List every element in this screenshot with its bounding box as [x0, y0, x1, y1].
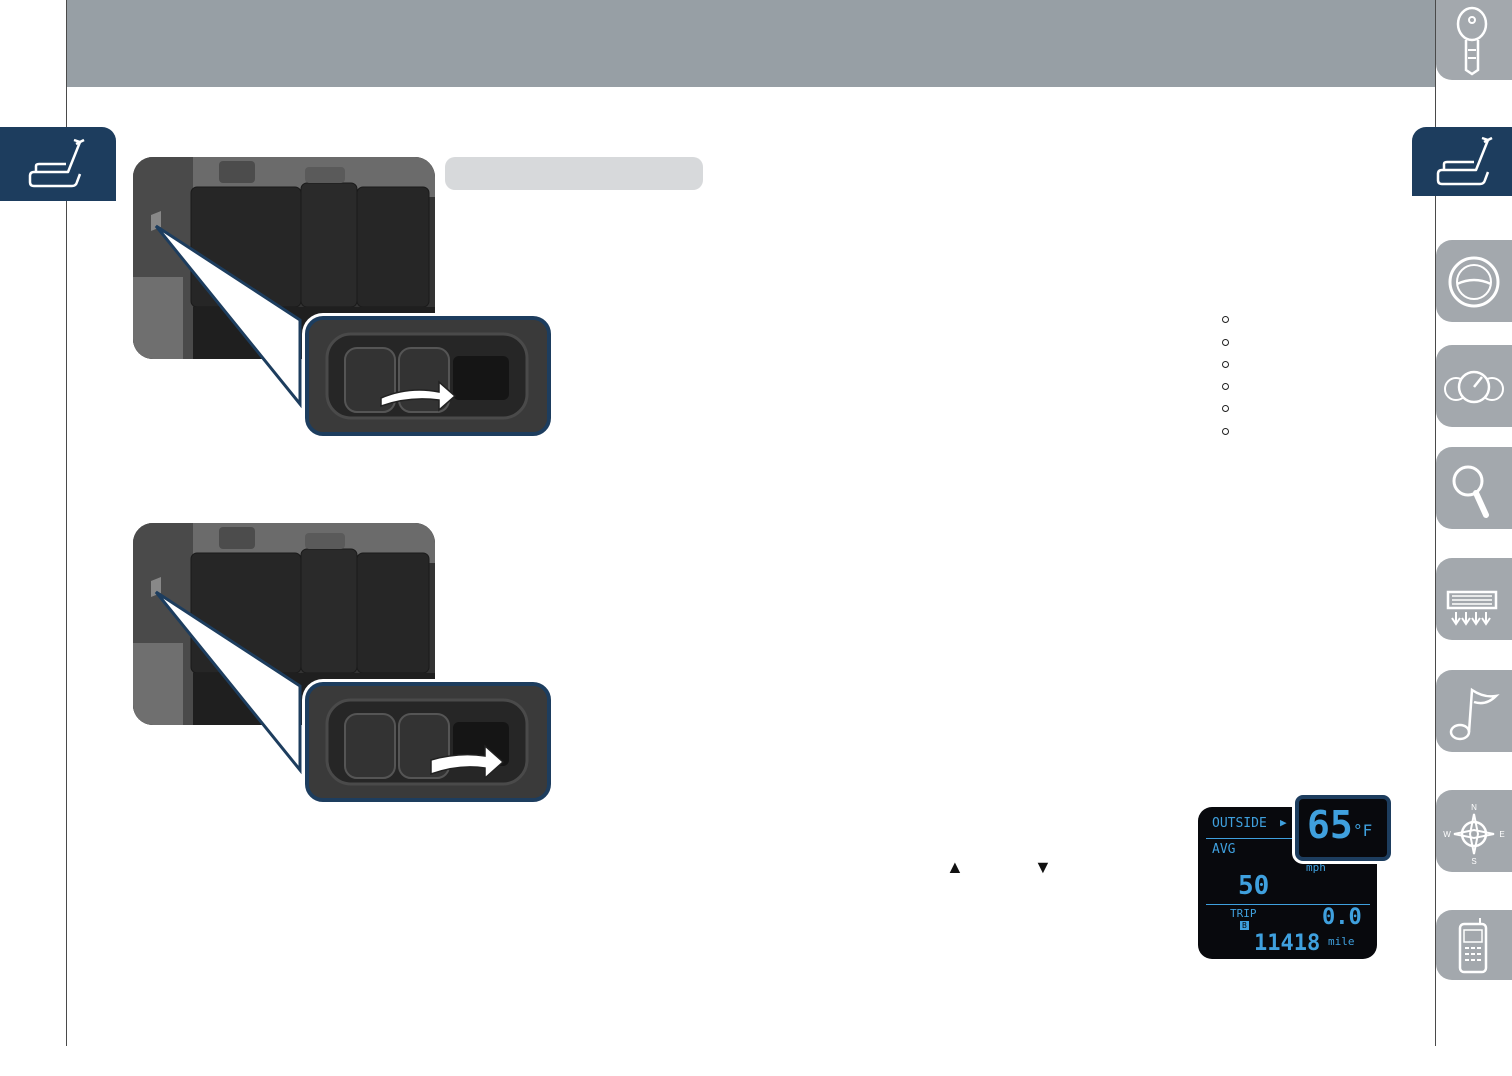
- avg-label: AVG: [1212, 842, 1236, 857]
- side-tab-audio[interactable]: [1436, 670, 1512, 752]
- bullet-4: [1222, 383, 1229, 390]
- trip-value: 0.0: [1322, 905, 1362, 930]
- release-lever-inset-2: [305, 682, 551, 802]
- outside-temp-callout: 65 °F: [1295, 795, 1391, 861]
- side-tab-gauges[interactable]: [1436, 345, 1512, 427]
- callout-pointer-2: [154, 590, 302, 775]
- magnifier-icon: [1452, 465, 1489, 518]
- speed-unit: mph: [1306, 861, 1326, 874]
- outside-label: OUTSIDE: [1212, 816, 1267, 831]
- lcd-divider-2: [1206, 904, 1370, 905]
- compass-e-label: E: [1499, 830, 1504, 839]
- outside-arrow-icon: ▶: [1280, 816, 1287, 829]
- lcd-divider-1: [1206, 838, 1302, 839]
- side-tab-climate[interactable]: [1436, 558, 1512, 640]
- up-arrow-icon: ▲: [946, 857, 964, 877]
- trip-label: TRIP: [1230, 907, 1257, 920]
- side-tab-seats-active[interactable]: [1412, 127, 1512, 196]
- key-icon: [1456, 6, 1488, 76]
- side-tab-phone[interactable]: [1436, 910, 1512, 980]
- seat-icon: [1436, 136, 1493, 186]
- down-arrow-icon: ▼: [1034, 857, 1052, 877]
- climate-icon: [1446, 590, 1498, 626]
- bullet-6: [1222, 428, 1229, 435]
- side-tab-search[interactable]: [1436, 447, 1512, 529]
- arrow-right-icon: [380, 380, 457, 412]
- compass-w-label: W: [1443, 830, 1451, 839]
- compass-s-label: S: [1471, 857, 1476, 866]
- gauges-icon: [1444, 370, 1504, 404]
- bullet-2: [1222, 339, 1229, 346]
- callout-pointer-1: [154, 224, 302, 409]
- avg-speed-value: 50: [1238, 871, 1270, 901]
- arrow-right-icon: [430, 744, 505, 780]
- chapter-tab-seats-left[interactable]: [0, 127, 116, 201]
- side-tab-navigation[interactable]: N W E S: [1436, 790, 1512, 872]
- music-note-icon: [1449, 687, 1500, 741]
- left-margin-line: [66, 0, 67, 1046]
- seat-icon: [28, 138, 85, 188]
- steering-wheel-icon: [1448, 256, 1500, 308]
- side-tab-key[interactable]: [1436, 0, 1512, 80]
- compass-n-label: N: [1471, 803, 1477, 812]
- temperature-value: 65: [1307, 803, 1353, 847]
- temperature-unit: °F: [1353, 821, 1373, 840]
- phone-icon: [1458, 918, 1488, 974]
- header-bar: [67, 0, 1435, 87]
- compass-icon: N W E S: [1443, 803, 1504, 866]
- release-lever-inset-1: [305, 316, 551, 436]
- right-margin-line: [1435, 0, 1436, 1046]
- side-tab-steering[interactable]: [1436, 240, 1512, 322]
- odometer-value: 11418: [1254, 931, 1321, 956]
- multi-info-display: OUTSIDE ▶ AVG mph 50 TRIP B 0.0 11418 mi…: [1198, 807, 1377, 959]
- odometer-unit: mile: [1328, 935, 1355, 948]
- bullet-5: [1222, 405, 1229, 412]
- bullet-3: [1222, 361, 1229, 368]
- section-heading-bar: [445, 157, 703, 190]
- trip-b-badge: B: [1240, 921, 1249, 930]
- bullet-1: [1222, 316, 1229, 323]
